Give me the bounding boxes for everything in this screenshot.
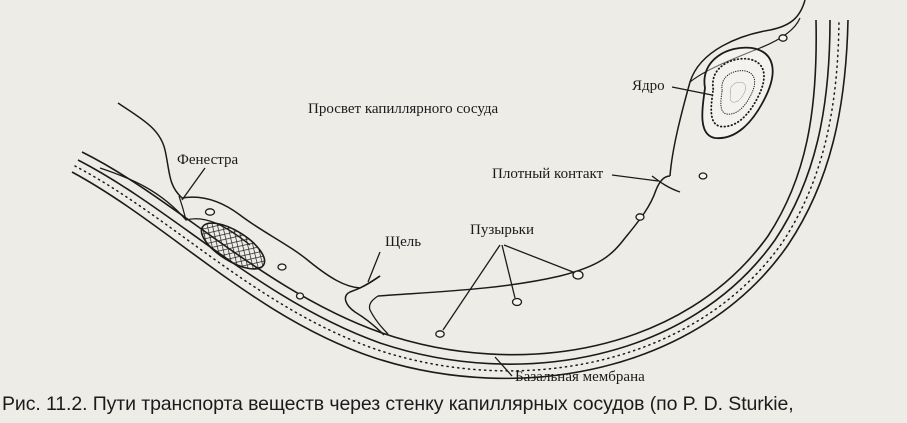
- label-vesicles: Пузырьки: [470, 222, 534, 238]
- label-basement-membrane: Базальная мембрана: [515, 369, 645, 385]
- vesicle: [204, 208, 216, 216]
- label-tight-junction: Плотный контакт: [492, 166, 604, 182]
- basement-membrane-dots: [74, 19, 840, 372]
- vesicle: [698, 172, 708, 180]
- cleft-right-edge: [368, 295, 389, 335]
- vesicle: [635, 213, 645, 221]
- vesicle: [435, 330, 445, 338]
- fenestra-diaphragm: [178, 195, 187, 221]
- label-cleft: Щель: [385, 234, 422, 250]
- hatched-organelle: [200, 222, 266, 270]
- label-lumen: Просвет капиллярного сосуда: [308, 101, 499, 117]
- label-fenestra: Фенестра: [177, 152, 239, 168]
- right-cell-luminal-membrane: [377, 175, 671, 297]
- leader-lines: [181, 86, 713, 377]
- leader-nucleus: [671, 86, 713, 96]
- leader-vesicle-1: [442, 244, 501, 331]
- vesicle: [295, 292, 305, 300]
- tight-junction: [651, 175, 681, 193]
- nucleus: [701, 46, 774, 139]
- vesicle: [572, 270, 584, 280]
- leader-fenestra: [181, 167, 206, 201]
- vesicle: [778, 34, 788, 42]
- intercellular-cleft: [344, 275, 385, 336]
- leader-cleft: [367, 251, 381, 283]
- vesicle: [511, 297, 523, 307]
- leader-basement-membrane: [494, 356, 513, 377]
- vesicles: [204, 34, 788, 338]
- leader-vesicle-3: [503, 244, 574, 273]
- nucleus-cell-luminal-membrane: [669, 0, 806, 177]
- leader-vesicle-2: [501, 244, 516, 299]
- basement-membrane-outer-line: [71, 19, 849, 380]
- leader-tight-junction: [611, 174, 659, 182]
- vesicle: [277, 263, 287, 271]
- label-nucleus: Ядро: [632, 78, 665, 94]
- figure-caption: Рис. 11.2. Пути транспорта веществ через…: [2, 393, 794, 415]
